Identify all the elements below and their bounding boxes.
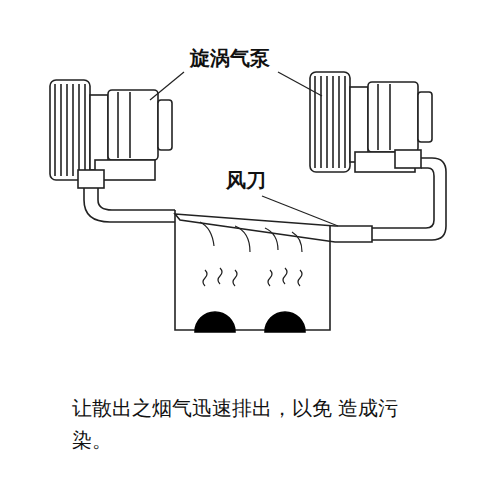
part-label: 旋涡气泵 [190,46,270,70]
fume-wave [218,268,222,284]
pump-fin [314,76,316,168]
pump-fin [66,84,68,176]
fume-wave [203,270,207,286]
pump-fin [332,76,334,168]
right-pipe-inner [372,168,434,228]
fume-wave [268,270,272,286]
object [265,312,305,332]
pump-fin [72,84,74,176]
pump-fin [60,84,62,176]
pump-fin [54,84,56,176]
fume-wave [298,270,302,286]
fumes [203,268,302,286]
object [195,312,235,332]
caption: 让散出之烟气迅速排出，以免 造成污染。 [72,392,422,456]
pump-fin [320,76,322,168]
pump-fin [78,84,80,176]
leader-line [262,196,338,226]
right-pipe [372,158,446,240]
left-pipe-inner [98,188,175,210]
air-flow [200,222,302,252]
pump-fin [344,76,346,168]
tank [175,210,330,330]
pump-fin [338,76,340,168]
part-label: 风刀 [226,168,266,192]
fume-wave [233,270,237,286]
air-knife [175,214,372,242]
right-vortex-pump [310,72,432,172]
leader-line [278,72,322,96]
pump-fin [84,84,86,176]
leader-line [150,72,184,100]
left-pipe [84,188,175,222]
pump-fin [326,76,328,168]
fume-wave [283,268,287,284]
